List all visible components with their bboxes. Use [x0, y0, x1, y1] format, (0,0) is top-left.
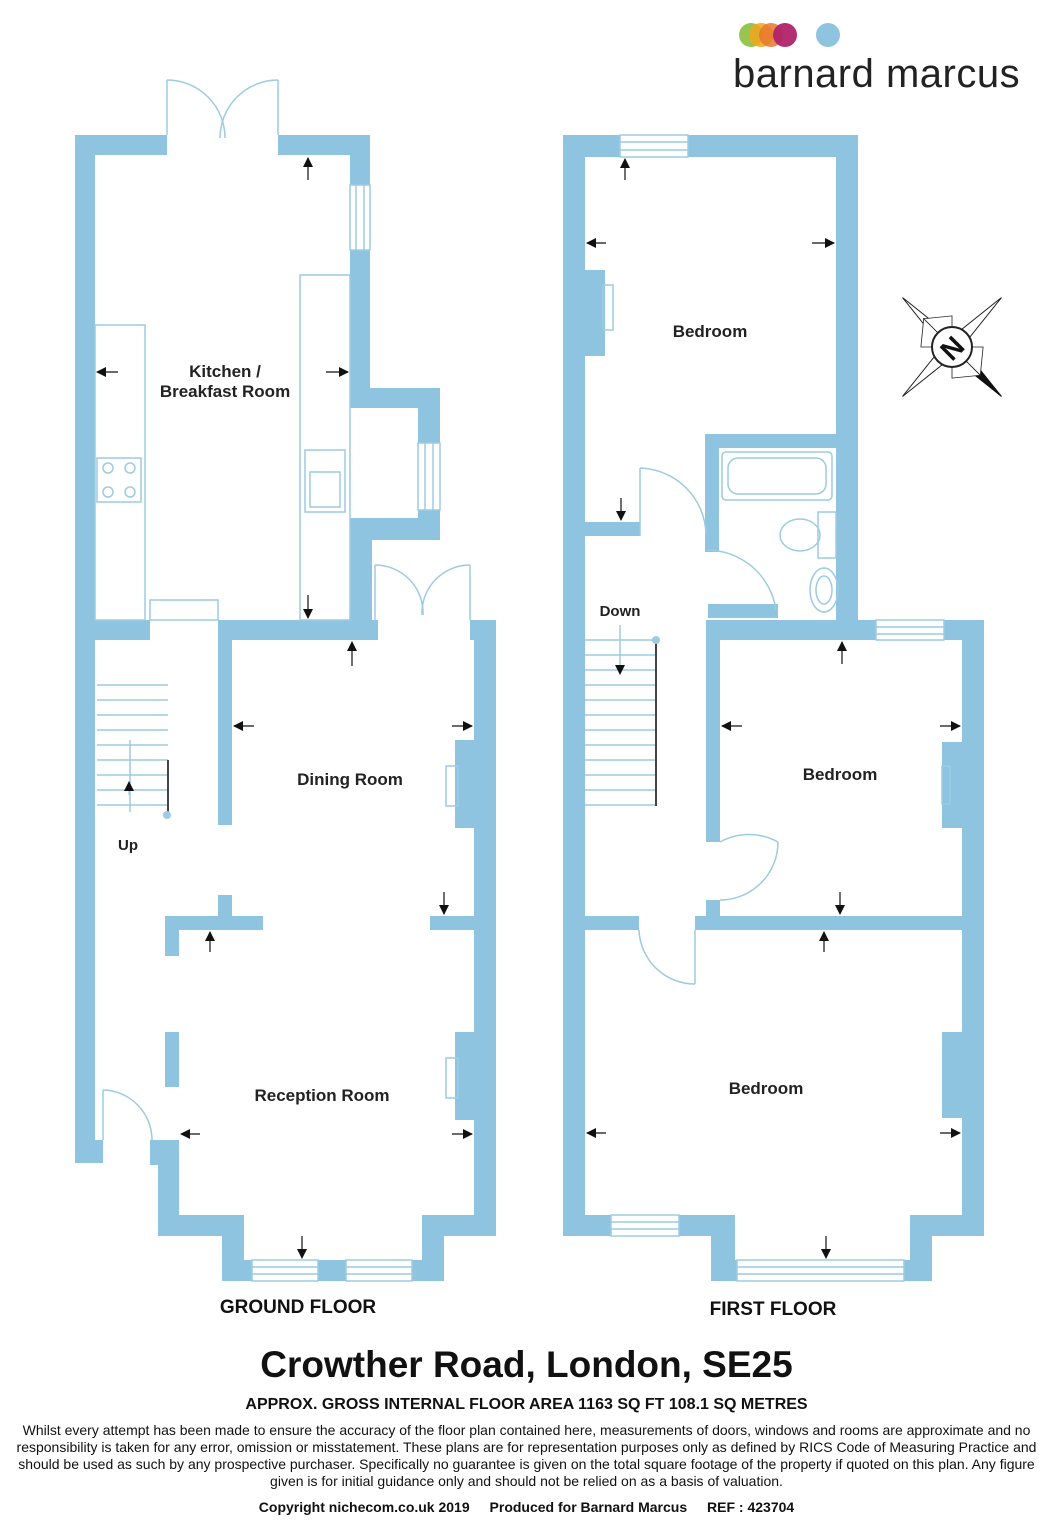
ground-floor-fittings	[94, 79, 471, 1282]
floor-area: APPROX. GROSS INTERNAL FLOOR AREA 1163 S…	[245, 1396, 808, 1413]
disclaimer-text: Whilst every attempt has been made to en…	[16, 1422, 1037, 1489]
brand-name: barnard marcus	[733, 52, 1021, 96]
copyright-text: Copyright nichecom.co.uk 2019	[258, 1499, 470, 1515]
room-label-bedroom-middle: Bedroom	[803, 765, 878, 784]
room-label-dining-room: Dining Room	[297, 770, 403, 789]
produced-for-text: Produced for Barnard Marcus	[489, 1499, 688, 1515]
room-label-bedroom-front: Bedroom	[729, 1079, 804, 1098]
first-floor-dimension-arrows	[586, 158, 961, 1259]
first-floor-fittings	[585, 134, 951, 1282]
reference-number: REF : 423704	[707, 1499, 795, 1515]
stairs-up-label: Up	[118, 837, 138, 854]
floor-plan: Kitchen / Breakfast Room Dining Room Rec…	[75, 79, 1002, 1320]
stairs-down-label: Down	[600, 603, 641, 620]
room-label-bedroom-rear: Bedroom	[673, 322, 748, 341]
footer: Crowther Road, London, SE25 APPROX. GROS…	[0, 1344, 1053, 1515]
property-address: Crowther Road, London, SE25	[260, 1344, 793, 1385]
logo-dots-icon	[739, 23, 840, 47]
room-label-kitchen: Kitchen /	[189, 362, 261, 381]
first-floor-label: FIRST FLOOR	[710, 1299, 837, 1320]
ground-floor-label: GROUND FLOOR	[220, 1297, 376, 1318]
room-label-reception-room: Reception Room	[254, 1086, 389, 1105]
room-label-breakfast-room: Breakfast Room	[160, 382, 290, 401]
first-floor-plan	[563, 135, 984, 1281]
ground-floor-dimension-arrows	[96, 157, 473, 1259]
compass-icon	[902, 297, 1002, 397]
ground-floor-plan	[75, 135, 496, 1281]
copyright-line: Copyright nichecom.co.uk 2019 Produced f…	[0, 1499, 1053, 1515]
brand-logo: barnard marcus	[733, 18, 1033, 98]
